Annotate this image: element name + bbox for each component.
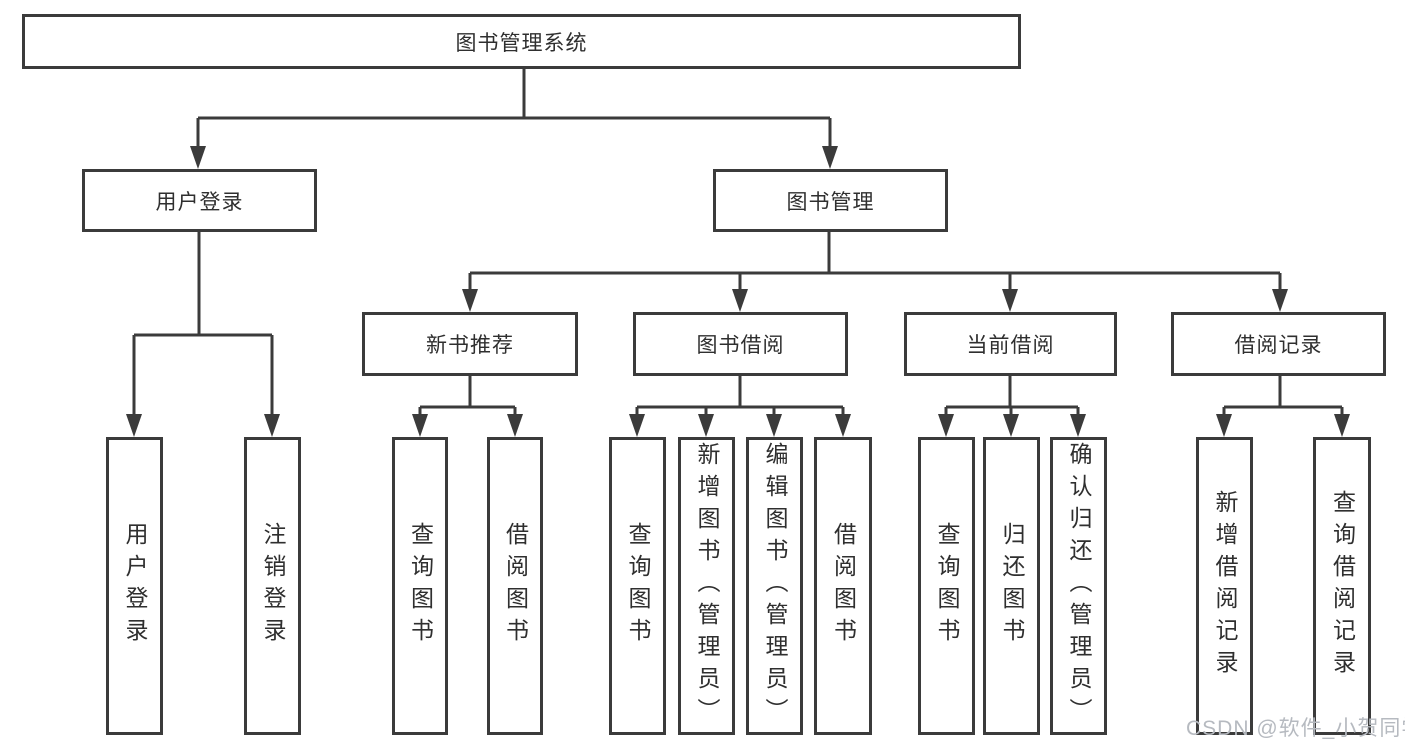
arrowhead bbox=[1070, 414, 1086, 437]
connector-current-to-leaves bbox=[944, 376, 1080, 416]
arrowhead bbox=[1003, 414, 1019, 437]
leaf-add-borrow-record: 新增借阅记录 bbox=[1196, 437, 1253, 735]
arrowhead bbox=[507, 414, 523, 437]
leaf-query-books-borrow: 查询图书 bbox=[609, 437, 666, 735]
arrowhead bbox=[126, 414, 142, 437]
node-user-login: 用户登录 bbox=[82, 169, 317, 232]
arrowhead bbox=[1334, 414, 1350, 437]
arrowhead bbox=[732, 289, 748, 312]
node-new-book-recommend-label: 新书推荐 bbox=[426, 334, 514, 357]
leaf-label: 新增借阅记录 bbox=[1212, 490, 1238, 682]
arrowhead bbox=[629, 414, 645, 437]
leaf-label: 借阅图书 bbox=[502, 522, 529, 650]
node-root-label: 图书管理系统 bbox=[455, 31, 588, 55]
arrowhead bbox=[412, 414, 428, 437]
node-root: 图书管理系统 bbox=[22, 14, 1021, 69]
arrowhead bbox=[462, 289, 478, 312]
node-user-login-label: 用户登录 bbox=[155, 190, 244, 214]
node-book-management-label: 图书管理 bbox=[786, 190, 875, 214]
arrowhead bbox=[264, 414, 280, 437]
node-current-borrow-label: 当前借阅 bbox=[966, 334, 1055, 357]
leaf-query-borrow-record: 查询借阅记录 bbox=[1313, 437, 1371, 735]
leaf-label: 查询借阅记录 bbox=[1329, 490, 1356, 682]
connector-root-to-level1 bbox=[196, 68, 832, 147]
leaf-query-books-recommend: 查询图书 bbox=[392, 437, 448, 735]
leaf-edit-book-admin: 编辑图书（管理员） bbox=[746, 437, 803, 735]
node-borrow-records: 借阅记录 bbox=[1171, 312, 1386, 376]
connector-borrow-to-leaves bbox=[635, 376, 845, 416]
leaf-label: 查询图书 bbox=[625, 522, 651, 650]
connector-book-mgmt-to-level2 bbox=[468, 232, 1282, 290]
leaf-borrow-books-borrow: 借阅图书 bbox=[814, 437, 872, 735]
leaf-label: 查询图书 bbox=[934, 522, 960, 650]
arrowhead bbox=[698, 414, 714, 437]
leaf-add-book-admin: 新增图书（管理员） bbox=[678, 437, 735, 735]
leaf-borrow-books-recommend: 借阅图书 bbox=[487, 437, 543, 735]
leaf-label: 新增图书（管理员） bbox=[694, 442, 720, 730]
leaf-confirm-return-admin: 确认归还（管理员） bbox=[1050, 437, 1107, 735]
arrowhead bbox=[766, 414, 782, 437]
node-book-management: 图书管理 bbox=[713, 169, 948, 232]
leaf-label: 注销登录 bbox=[260, 522, 286, 650]
node-book-borrow-label: 图书借阅 bbox=[696, 334, 785, 357]
arrowhead bbox=[1216, 414, 1232, 437]
node-borrow-records-label: 借阅记录 bbox=[1234, 334, 1323, 357]
node-new-book-recommend: 新书推荐 bbox=[362, 312, 578, 376]
leaf-label: 查询图书 bbox=[407, 522, 434, 650]
leaf-label: 用户登录 bbox=[122, 522, 148, 650]
arrowhead bbox=[1002, 289, 1018, 312]
arrowhead bbox=[822, 146, 838, 169]
connector-recommend-to-leaves bbox=[418, 376, 517, 416]
csdn-watermark: CSDN @软件_小贺同学 bbox=[1186, 717, 1405, 740]
connector-user-login-to-leaves bbox=[132, 232, 274, 415]
node-book-borrow: 图书借阅 bbox=[633, 312, 848, 376]
arrowhead bbox=[938, 414, 954, 437]
leaf-query-books-current: 查询图书 bbox=[918, 437, 975, 735]
leaf-label: 借阅图书 bbox=[830, 522, 857, 650]
leaf-label: 编辑图书（管理员） bbox=[762, 442, 788, 730]
arrowheads bbox=[126, 146, 1350, 437]
leaf-return-book: 归还图书 bbox=[983, 437, 1040, 735]
arrowhead bbox=[835, 414, 851, 437]
arrowhead bbox=[1272, 289, 1288, 312]
leaf-label: 确认归还（管理员） bbox=[1066, 442, 1092, 730]
leaf-logout: 注销登录 bbox=[244, 437, 301, 735]
connector-records-to-leaves bbox=[1222, 376, 1344, 416]
arrowhead bbox=[190, 146, 206, 169]
leaf-label: 归还图书 bbox=[999, 522, 1025, 650]
node-current-borrow: 当前借阅 bbox=[904, 312, 1117, 376]
leaf-user-login: 用户登录 bbox=[106, 437, 163, 735]
